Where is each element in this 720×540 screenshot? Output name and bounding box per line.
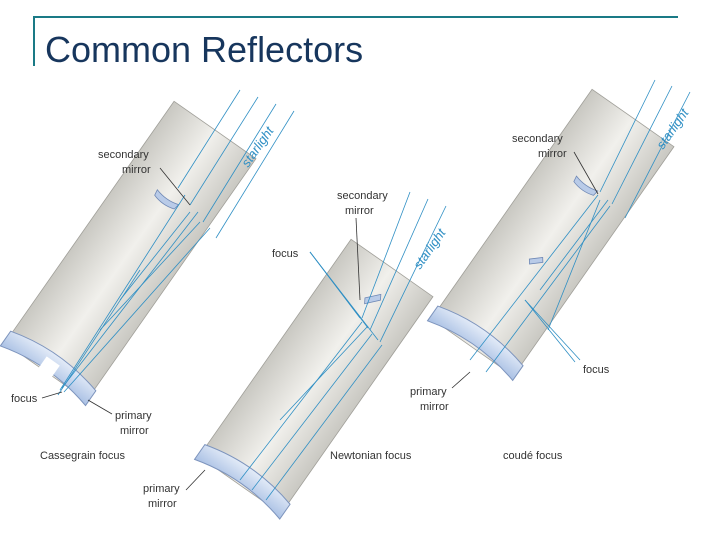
- coude-secondary-label-line1: secondary: [512, 133, 563, 145]
- coude-tube: [426, 88, 675, 382]
- cassegrain-primary-label-line2: mirror: [120, 425, 149, 437]
- cassegrain-secondary-mirror: [154, 188, 180, 210]
- newtonian-focus-label: focus: [272, 248, 299, 260]
- coude-rays: [469, 79, 691, 373]
- cassegrain-rays: [57, 89, 295, 396]
- coude-primary-mirror: [426, 305, 524, 382]
- newtonian-tube: [193, 238, 434, 520]
- coude-telescope: starlight secondary mirror focus primary…: [410, 79, 692, 462]
- cassegrain-secondary-leader: [159, 167, 191, 206]
- coude-caption: coudé focus: [503, 450, 563, 462]
- newtonian-secondary-label-line1: secondary: [337, 190, 388, 202]
- cassegrain-caption: Cassegrain focus: [40, 450, 125, 462]
- cassegrain-secondary-label-line1: secondary: [98, 149, 149, 161]
- cassegrain-starlight-label: starlight: [238, 123, 277, 170]
- newtonian-caption: Newtonian focus: [330, 450, 412, 462]
- coude-secondary-leader: [573, 151, 599, 195]
- cassegrain-primary-leader: [87, 399, 113, 415]
- coude-secondary-mirror: [573, 175, 599, 196]
- newtonian-secondary-label-line2: mirror: [345, 205, 374, 217]
- newtonian-rays: [239, 191, 447, 501]
- coude-primary-label-line1: primary: [410, 386, 447, 398]
- slide-frame-top: [33, 16, 678, 18]
- coude-tertiary-mirror: [528, 256, 544, 265]
- newtonian-starlight-label: starlight: [410, 225, 449, 272]
- newtonian-primary-label-line1: primary: [143, 483, 180, 495]
- newtonian-primary-label-line2: mirror: [148, 498, 177, 510]
- newtonian-primary-leader: [185, 469, 206, 491]
- coude-secondary-label-line2: mirror: [538, 148, 567, 160]
- cassegrain-focus-label: focus: [11, 393, 38, 405]
- newtonian-primary-mirror: [193, 443, 291, 520]
- cassegrain-tube: [0, 100, 257, 407]
- slide-title: Common Reflectors: [45, 29, 364, 70]
- coude-primary-label-line2: mirror: [420, 401, 449, 413]
- coude-focus-label: focus: [583, 364, 610, 376]
- newtonian-telescope: starlight secondary mirror focus primary…: [143, 190, 449, 520]
- cassegrain-secondary-label-line2: mirror: [122, 164, 151, 176]
- newtonian-secondary-leader: [355, 217, 361, 301]
- slide-frame-left: [33, 16, 35, 66]
- coude-primary-leader: [451, 371, 471, 389]
- cassegrain-primary-label-line1: primary: [115, 410, 152, 422]
- cassegrain-focus-leader: [41, 391, 63, 399]
